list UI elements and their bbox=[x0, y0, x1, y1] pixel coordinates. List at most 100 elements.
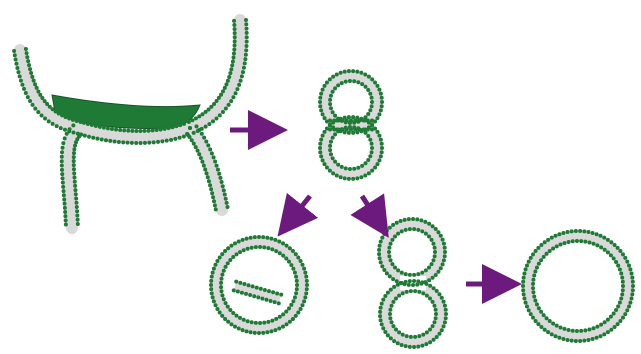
bilayer-headgroup bbox=[366, 128, 370, 132]
stalk-headgroup bbox=[59, 126, 63, 130]
inner-headgroup bbox=[401, 291, 405, 295]
outer-headgroup bbox=[323, 162, 327, 166]
stalk-headgroup bbox=[203, 167, 207, 171]
outer-headgroup bbox=[265, 236, 269, 240]
stalk-headgroup bbox=[74, 140, 78, 144]
outer-headgroup bbox=[434, 227, 438, 231]
inner-headgroup bbox=[408, 273, 412, 277]
stalk-headgroup bbox=[72, 176, 76, 180]
inner-headgroup bbox=[254, 245, 258, 249]
stalk-headgroup bbox=[224, 107, 228, 111]
bilayer-headgroup bbox=[238, 281, 242, 285]
stalk-headgroup bbox=[218, 113, 222, 117]
outer-headgroup bbox=[389, 336, 393, 340]
stalk-headgroup bbox=[79, 120, 83, 124]
inner-headgroup bbox=[427, 235, 431, 239]
inner-headgroup bbox=[333, 132, 337, 136]
bilayer-headgroup bbox=[332, 128, 336, 132]
outer-headgroup bbox=[373, 166, 377, 170]
inner-headgroup bbox=[228, 308, 232, 312]
outer-headgroup bbox=[561, 337, 565, 341]
inner-headgroup bbox=[545, 316, 549, 320]
stalk-headgroup bbox=[126, 129, 130, 133]
stalk-headgroup bbox=[151, 128, 155, 132]
inner-headgroup bbox=[242, 318, 246, 322]
outer-headgroup bbox=[285, 244, 289, 248]
stalk-headgroup bbox=[36, 110, 40, 114]
stalk-headgroup bbox=[36, 89, 40, 93]
inner-headgroup bbox=[226, 261, 230, 265]
outer-headgroup bbox=[582, 229, 586, 233]
outer-headgroup bbox=[318, 150, 322, 154]
outer-headgroup bbox=[630, 297, 634, 301]
stalk-headgroup bbox=[173, 137, 177, 141]
inner-headgroup bbox=[620, 292, 624, 296]
outer-headgroup bbox=[323, 116, 327, 120]
stalk-headgroup bbox=[102, 126, 106, 130]
stalk-headgroup bbox=[182, 135, 186, 139]
stalk-headgroup bbox=[233, 31, 237, 35]
stalk-headgroup bbox=[167, 126, 171, 130]
transition-arrows bbox=[230, 130, 502, 284]
outer-headgroup bbox=[209, 279, 213, 283]
inner-headgroup bbox=[219, 285, 223, 289]
inner-headgroup bbox=[606, 250, 610, 254]
inner-headgroup bbox=[535, 302, 539, 306]
inner-headgroup bbox=[278, 251, 282, 255]
outer-headgroup bbox=[408, 345, 412, 349]
stalk-headgroup bbox=[73, 188, 77, 192]
stalk-headgroup bbox=[76, 218, 80, 222]
outer-headgroup bbox=[566, 338, 570, 342]
inner-headgroup bbox=[571, 329, 575, 333]
outer-headgroup bbox=[382, 232, 386, 236]
inner-headgroup bbox=[394, 297, 398, 301]
inner-headgroup bbox=[250, 320, 254, 324]
stalk-headgroup bbox=[218, 176, 222, 180]
outer-headgroup bbox=[396, 341, 400, 345]
outer-headgroup bbox=[631, 288, 635, 292]
stalk-headgroup bbox=[231, 59, 235, 63]
inner-headgroup bbox=[368, 92, 372, 96]
stalk-headgroup bbox=[72, 159, 76, 163]
inner-headgroup bbox=[254, 321, 258, 325]
stalk-headgroup bbox=[206, 143, 210, 147]
inner-headgroup bbox=[609, 315, 613, 319]
stalk-headgroup bbox=[72, 147, 76, 151]
outer-headgroup bbox=[388, 226, 392, 230]
stalk-headgroup bbox=[202, 136, 206, 140]
stalk-headgroup bbox=[62, 189, 66, 193]
outer-headgroup bbox=[291, 249, 295, 253]
inner-headgroup bbox=[413, 335, 417, 339]
outer-headgroup bbox=[424, 282, 428, 286]
outer-headgroup bbox=[269, 237, 273, 241]
stalk-headgroup bbox=[214, 116, 218, 120]
inner-headgroup bbox=[348, 167, 352, 171]
outer-headgroup bbox=[412, 279, 416, 283]
inner-headgroup bbox=[352, 167, 356, 171]
inner-headgroup bbox=[531, 286, 535, 290]
stalk-headgroup bbox=[204, 125, 208, 129]
outer-headgroup bbox=[367, 75, 371, 79]
outer-headgroup bbox=[343, 176, 347, 180]
outer-headgroup bbox=[554, 234, 558, 238]
bilayer-headgroup bbox=[353, 119, 357, 123]
outer-headgroup bbox=[436, 230, 440, 234]
inner-headgroup bbox=[396, 268, 400, 272]
pore-bottom-lobe bbox=[385, 286, 441, 342]
bilayer-headgroup bbox=[240, 291, 244, 295]
outer-headgroup bbox=[442, 300, 446, 304]
stalk-headgroup bbox=[25, 51, 29, 55]
inner-headgroup bbox=[612, 257, 616, 261]
outer-headgroup bbox=[245, 237, 249, 241]
outer-headgroup bbox=[428, 284, 432, 288]
stalk-headgroup bbox=[25, 55, 29, 59]
outer-headgroup bbox=[407, 283, 411, 287]
outer-headgroup bbox=[613, 243, 617, 247]
inner-headgroup bbox=[231, 255, 235, 259]
outer-headgroup bbox=[443, 246, 447, 250]
bilayer-headgroup bbox=[362, 119, 366, 123]
inner-headgroup bbox=[542, 255, 546, 259]
bilayer-headgroup bbox=[357, 119, 361, 123]
bilayer-headgroup bbox=[366, 119, 370, 123]
bilayer-headgroup bbox=[336, 119, 340, 123]
